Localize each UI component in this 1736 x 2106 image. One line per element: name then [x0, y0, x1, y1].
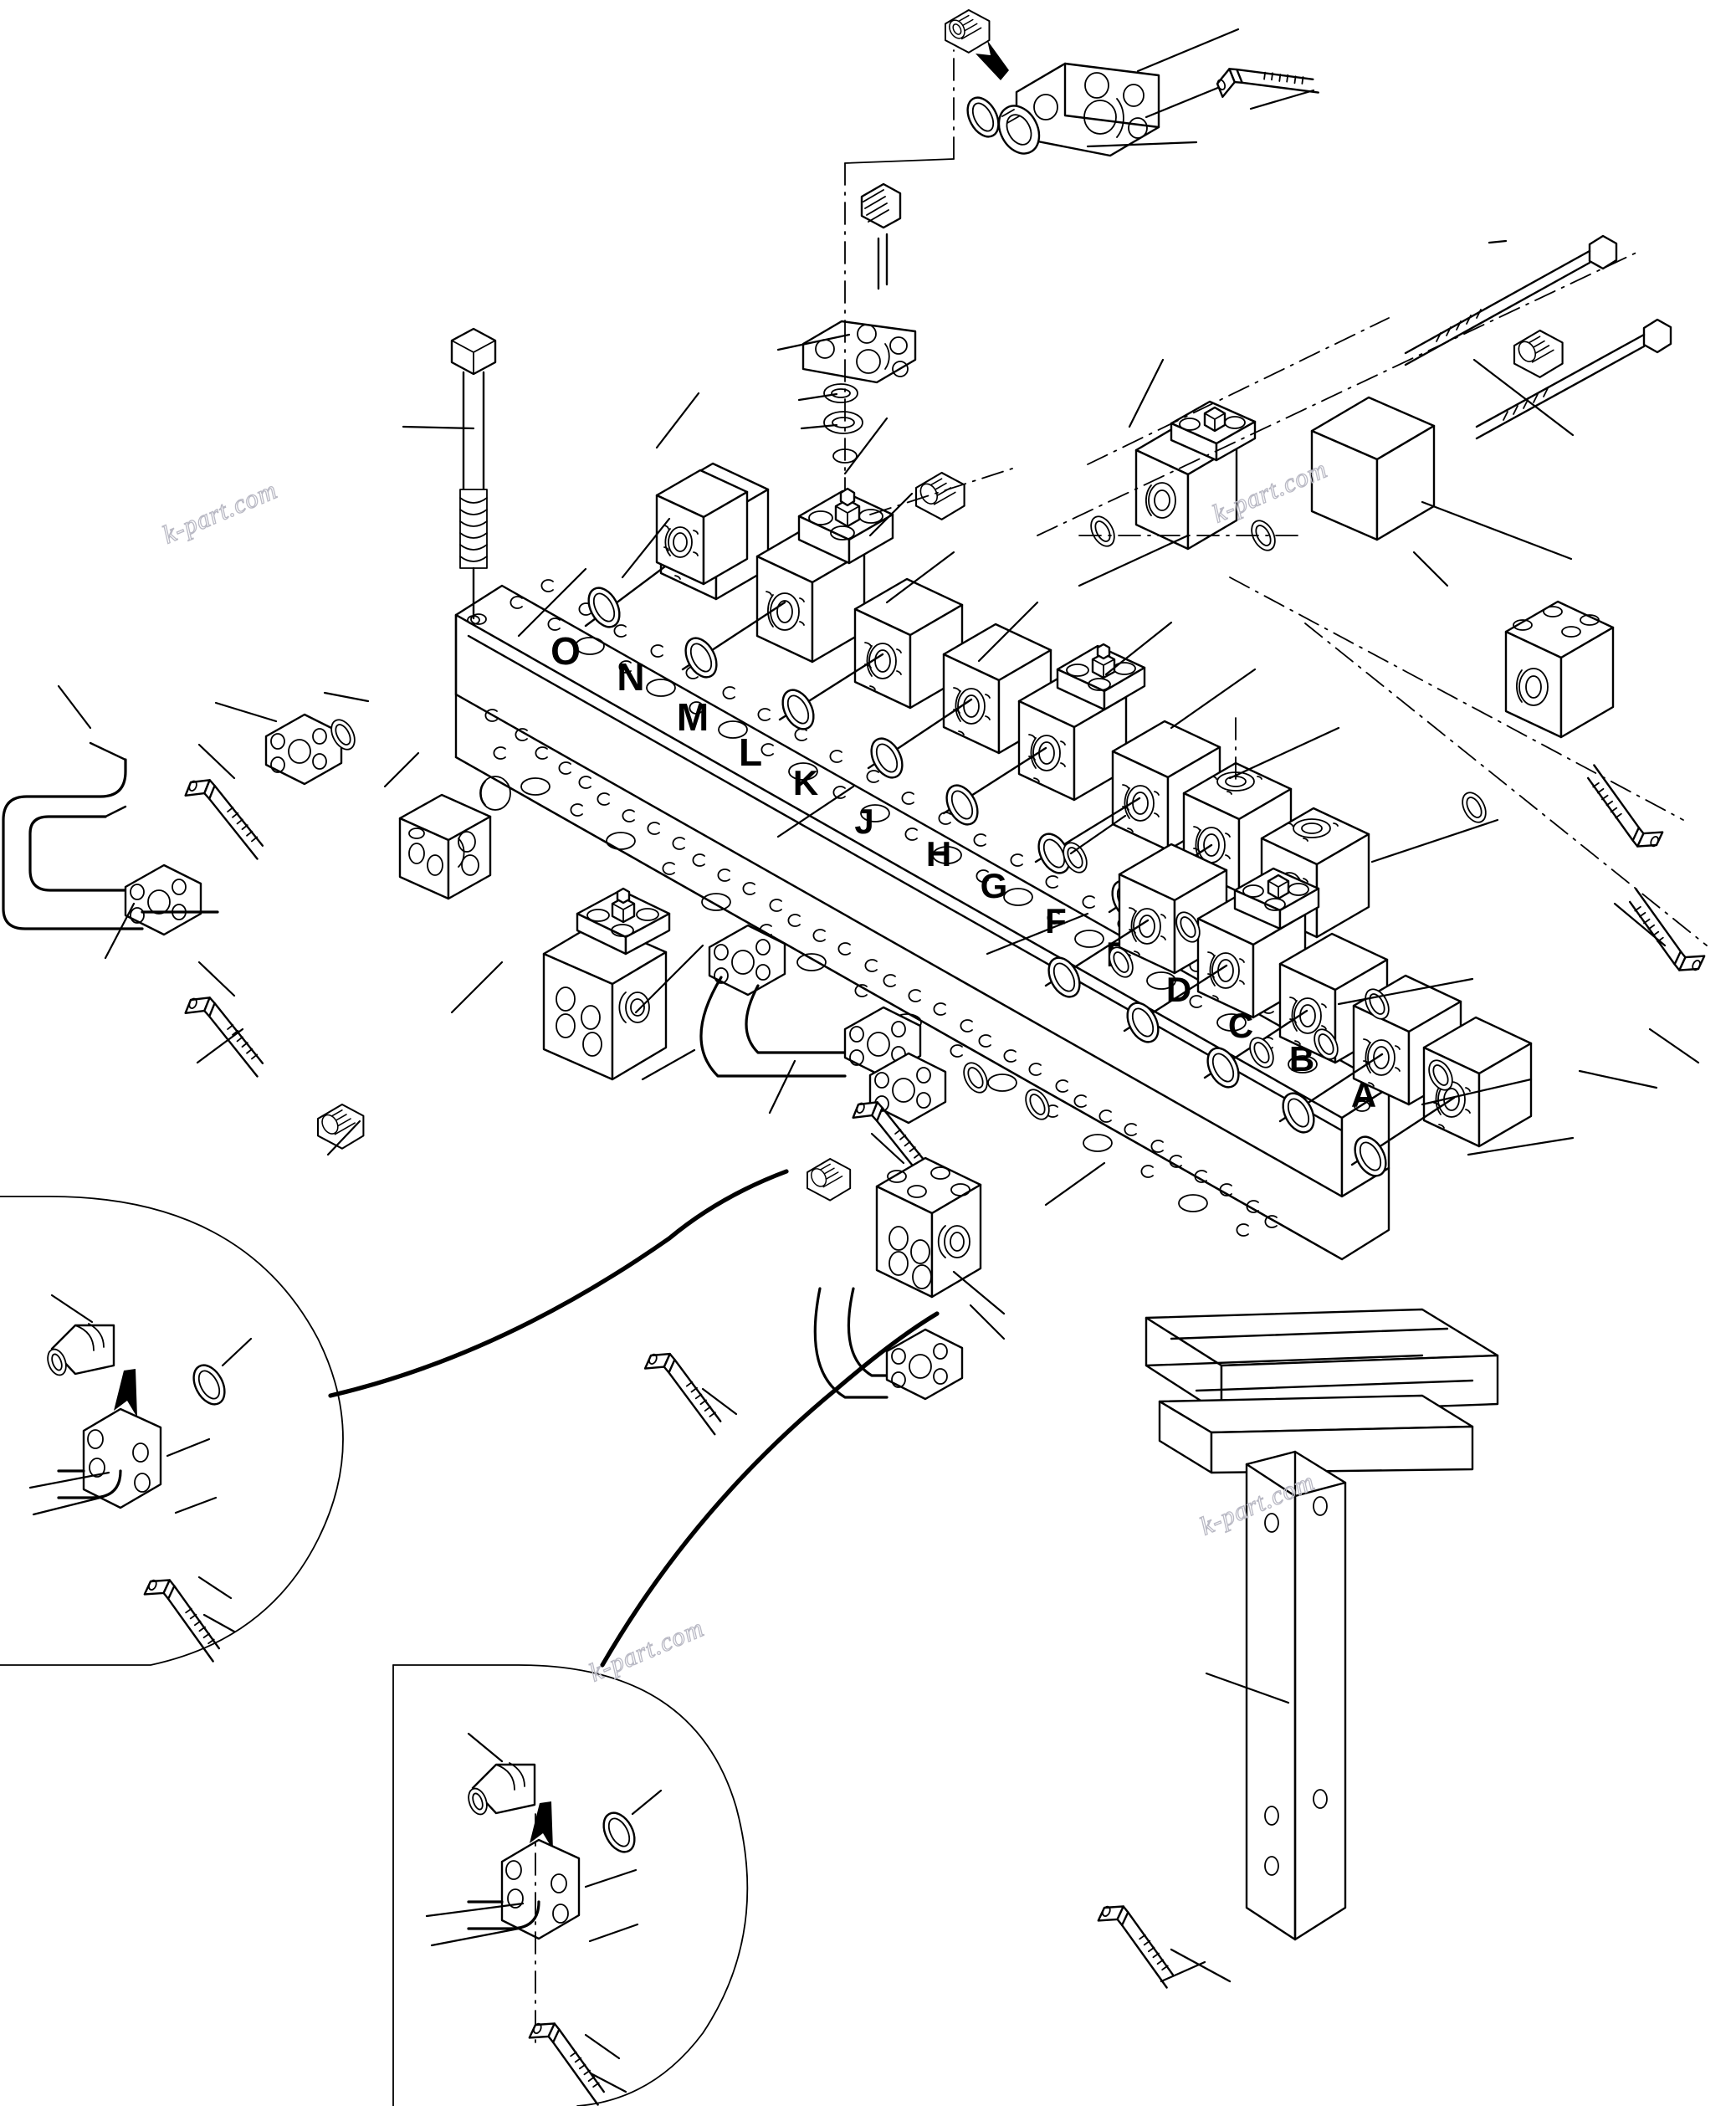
- long-hex-head-bolt: [402, 327, 497, 625]
- manifold-front-bores: [479, 709, 1278, 1237]
- left-side-hardware: [2, 684, 492, 1156]
- center-coupler-group: [868, 468, 1306, 556]
- leader-lines: [450, 517, 1575, 1340]
- port-letter-l: L: [739, 730, 762, 774]
- port-letter-n: N: [617, 655, 644, 699]
- port-letter-m: M: [677, 695, 709, 739]
- top-coupler-assembly: [945, 9, 1319, 157]
- watermark: k-part.com: [585, 1613, 708, 1688]
- port-letter-o: O: [551, 629, 581, 673]
- watermark: k-part.com: [158, 475, 281, 550]
- back-cube-upper-left: [655, 469, 749, 586]
- detail-balloon-left: [0, 1169, 789, 1666]
- top-center-flange-stack: [776, 49, 955, 503]
- port-letter-h: H: [926, 834, 951, 874]
- mounting-support-beam: [1083, 1308, 1499, 1989]
- port-letter-j: J: [854, 802, 873, 841]
- port-letter-k: K: [793, 763, 818, 802]
- manifold-top-bores: [470, 579, 1370, 1112]
- detail-balloon-bottom: [392, 1311, 940, 2106]
- port-letter-f: F: [1045, 901, 1067, 940]
- port-letter-g: G: [981, 866, 1008, 905]
- valve-manifold-block: [454, 584, 1390, 1261]
- lower-center-hardware: [542, 887, 1055, 1436]
- right-side-hardware: [1037, 234, 1719, 1095]
- valve-cartridge-blocks: [581, 358, 1615, 1182]
